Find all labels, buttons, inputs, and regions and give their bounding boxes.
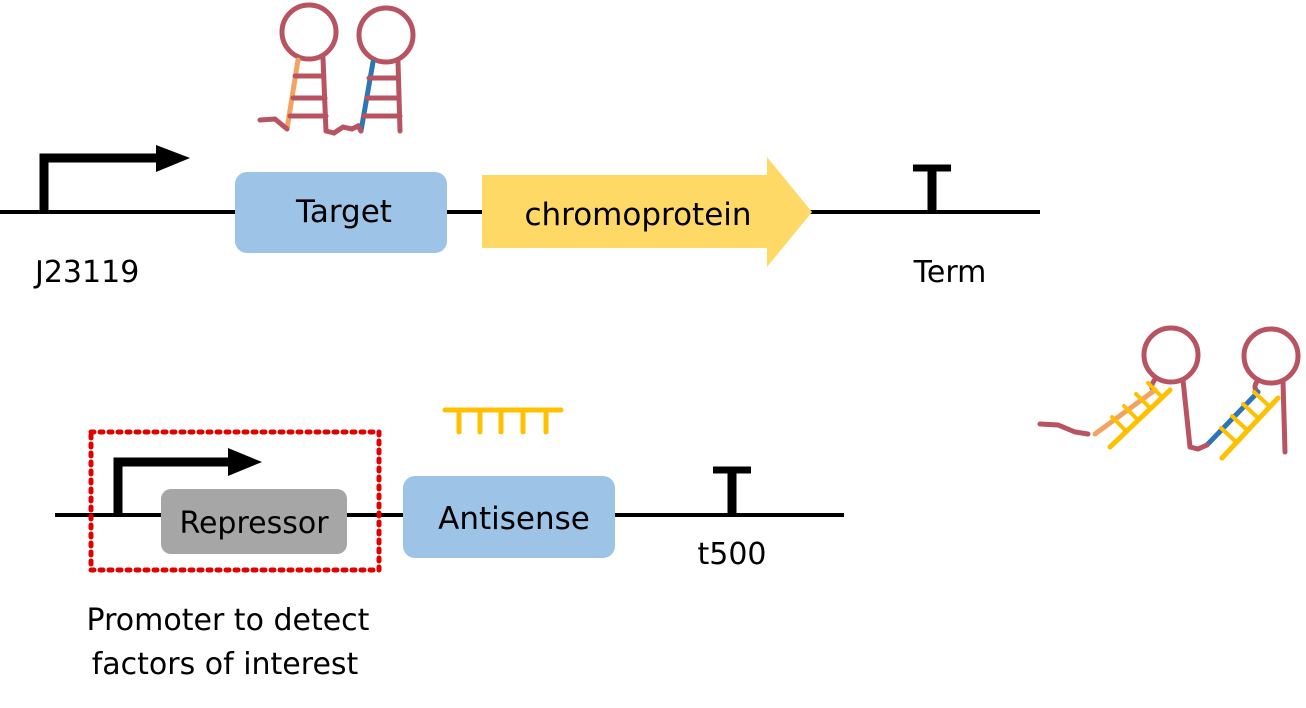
repressor-box <box>161 489 347 554</box>
promoter-note-line2: factors of interest <box>92 647 359 682</box>
repressor-label: Repressor <box>179 506 329 541</box>
terminator-icon <box>913 164 951 212</box>
promoter-label-j23119: J23119 <box>33 255 139 290</box>
promoter-arrow-icon-2 <box>113 448 262 515</box>
construct-1: J23119 Target chromoprotein Term <box>0 2 1040 290</box>
promoter-arrow-icon <box>39 145 190 212</box>
antisense-label: Antisense <box>438 501 590 537</box>
target-label: Target <box>295 194 392 230</box>
promoter-note-line1: Promoter to detect <box>87 603 370 638</box>
terminator-label-term: Term <box>913 255 987 290</box>
terminator-label-t500: t500 <box>697 537 766 572</box>
toehold-rna-hairpins-icon <box>257 2 416 136</box>
hairpin-antisense-complex-icon <box>1037 325 1301 461</box>
target-box <box>235 172 447 253</box>
terminator-icon-2 <box>713 466 751 515</box>
chromoprotein-label: chromoprotein <box>524 197 751 233</box>
construct-2: Repressor Antisense t500 Promoter to det… <box>55 407 844 682</box>
chromoprotein-arrow <box>482 157 812 267</box>
antisense-box <box>403 476 615 558</box>
antisense-rna-icon <box>442 407 564 435</box>
detection-promoter-box <box>88 429 382 573</box>
